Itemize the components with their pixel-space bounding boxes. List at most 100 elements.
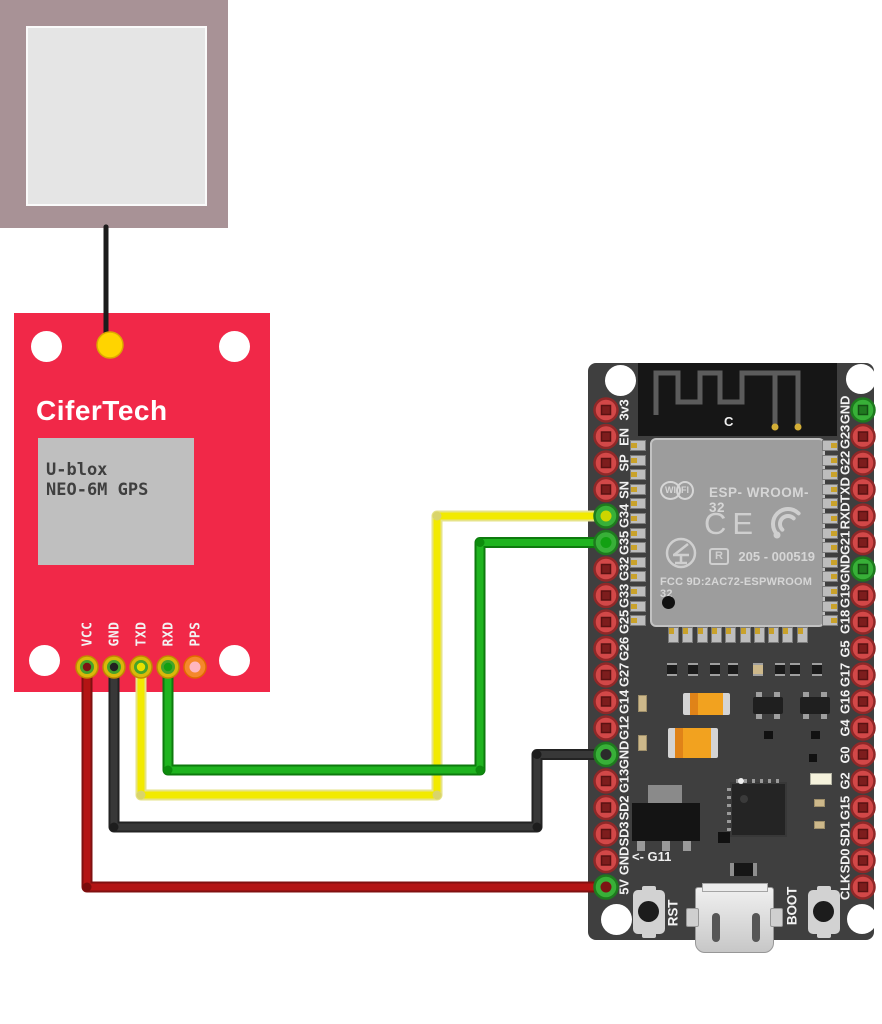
solder-pad	[753, 627, 765, 643]
solder-pad	[668, 627, 679, 643]
usb-tab	[686, 908, 699, 927]
smd-component	[764, 731, 773, 739]
voltage-regulator	[632, 803, 700, 841]
usb-connector	[686, 883, 783, 953]
wire-vcc-to-5v	[83, 663, 610, 891]
smd-resistor	[812, 663, 822, 676]
solder-pad	[630, 600, 646, 612]
diode	[730, 863, 757, 876]
solder-pad	[822, 513, 838, 524]
solder-pad	[630, 483, 646, 495]
regulator-leg	[662, 841, 670, 851]
capacitor	[683, 693, 730, 715]
wire-bendpoint	[475, 765, 485, 775]
smd-component	[718, 832, 730, 843]
solder-pad	[822, 498, 838, 510]
gps-antenna	[0, 0, 228, 228]
cert-number: 205 - 000519	[738, 549, 816, 564]
mounting-hole	[846, 364, 876, 394]
boot-button	[808, 886, 840, 938]
solder-pad	[710, 627, 722, 643]
usb-flange	[702, 883, 768, 892]
gps-chip: U-blox NEO-6M GPS	[38, 438, 194, 565]
gps-board: CiferTech U-blox NEO-6M GPS	[14, 313, 270, 692]
solder-pad	[630, 440, 646, 451]
mounting-hole	[219, 645, 250, 676]
solder-pad	[739, 627, 751, 643]
smd-resistor	[667, 663, 677, 676]
solder-pad	[630, 571, 646, 583]
mounting-hole	[601, 904, 632, 935]
silk-c-label: C	[724, 414, 734, 429]
solder-pad	[768, 627, 780, 643]
ce-mark: CE	[704, 506, 760, 541]
mounting-hole	[605, 365, 636, 396]
wire-bendpoint	[163, 765, 173, 775]
regulator-leg	[637, 841, 645, 851]
solder-pad	[630, 498, 646, 510]
solder-pad	[822, 600, 838, 612]
solder-pad	[822, 571, 838, 583]
telec-mark-icon	[665, 537, 697, 569]
smd-resistor	[728, 663, 738, 676]
chip-label-line2: NEO-6M GPS	[46, 480, 149, 500]
resistor	[814, 821, 825, 829]
cert-row: R 205 - 000519	[709, 548, 815, 566]
fcc-line: FCC 9D:2AC72-ESPWROOM 32	[660, 576, 813, 600]
solder-pad	[630, 454, 646, 466]
smd-resistor	[790, 663, 800, 676]
wire-bendpoint	[432, 790, 442, 800]
solder-pad	[630, 586, 646, 597]
solder-pad	[822, 454, 838, 466]
wire-bendpoint	[475, 538, 485, 547]
mounting-hole	[847, 904, 877, 934]
r-mark: R	[709, 548, 729, 565]
regulator-leg	[683, 841, 691, 851]
solder-pad	[696, 627, 708, 643]
capacitor-small	[638, 735, 647, 751]
module-name: ESP- WROOM-32	[709, 485, 809, 515]
transistor	[800, 692, 830, 719]
solder-pad	[630, 556, 646, 568]
mounting-hole	[31, 331, 62, 362]
transistor	[753, 692, 783, 719]
silk-g11-label: <- G11	[632, 849, 672, 864]
mounting-hole	[29, 645, 60, 676]
smd-resistor	[688, 663, 698, 676]
solder-pad	[822, 527, 838, 539]
solder-pad	[630, 513, 646, 524]
smd-resistor	[710, 663, 720, 676]
smd-component	[809, 754, 817, 762]
resistor	[814, 799, 825, 807]
wire-bendpoint	[109, 822, 119, 832]
module-dot	[662, 596, 675, 609]
solder-pad	[822, 556, 838, 568]
solder-pad	[822, 542, 838, 554]
solder-pad	[822, 440, 838, 451]
rst-button	[633, 886, 665, 938]
solder-pad	[630, 542, 646, 554]
mounting-hole	[219, 331, 250, 362]
wire-vcc-to-5v-outline	[81, 661, 612, 893]
wire-bendpoint	[532, 822, 542, 832]
capacitor-small	[638, 695, 647, 712]
solder-pad	[822, 586, 838, 597]
wire-bendpoint	[532, 750, 542, 759]
smd-component	[811, 731, 820, 739]
solder-pad	[630, 615, 646, 627]
pcb-antenna-zone	[638, 363, 837, 436]
usb-slot	[752, 913, 760, 942]
solder-pad	[630, 469, 646, 481]
smd-resistor	[753, 663, 763, 676]
chip-dimple	[740, 795, 748, 803]
smd-resistor	[775, 663, 785, 676]
usb-uart-chip	[727, 779, 787, 837]
solder-pad	[782, 627, 794, 643]
wifi-logo-fi: FI	[676, 481, 694, 500]
wire-bendpoint	[82, 882, 92, 892]
chip-pin1-dot	[738, 778, 744, 784]
